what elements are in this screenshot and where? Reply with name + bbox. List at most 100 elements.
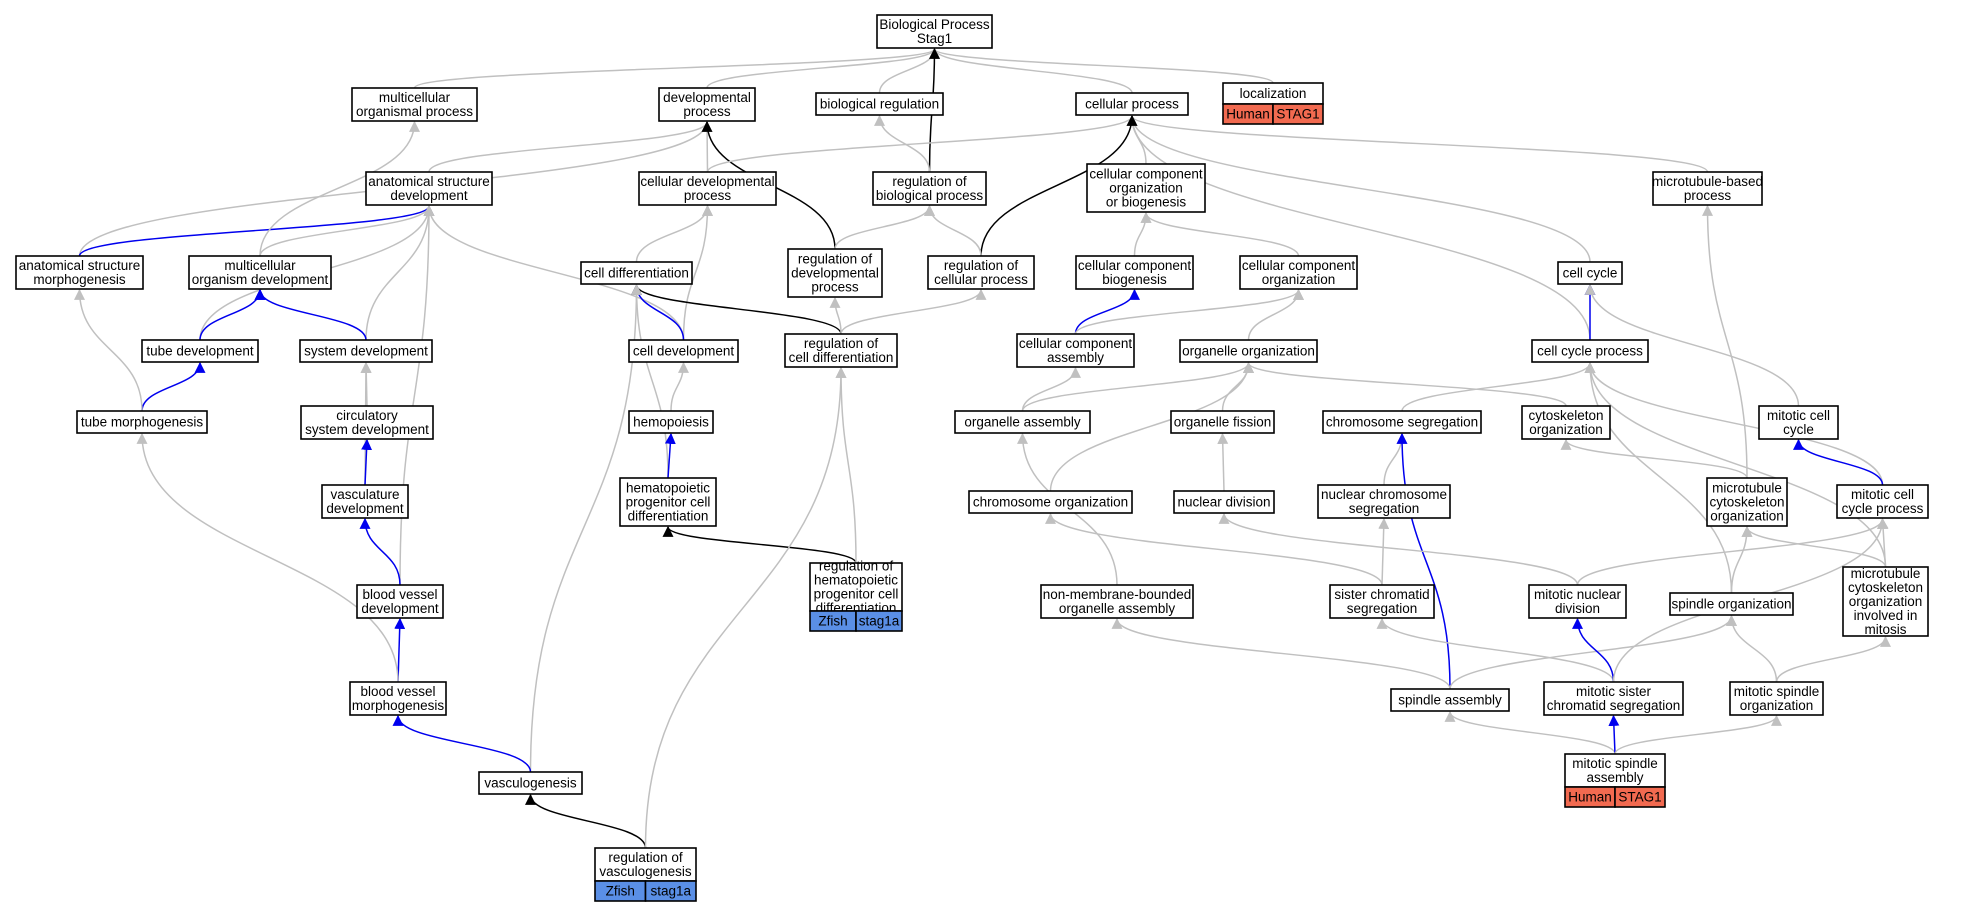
edge-mco-to-mbp [1702,204,1748,479]
term-label-line: cell cycle process [1537,344,1643,359]
edge-mod-to-asd [259,204,435,257]
term-node-nd[interactable]: nuclear division [1173,490,1275,514]
term-label-line: mitotic sister [1576,684,1652,699]
term-node-vasc[interactable]: vasculogenesis [478,771,583,795]
term-node-so[interactable]: spindle organization [1669,592,1794,616]
term-label-line: blood vessel [360,684,435,699]
edge-rhpcd-to-hpcd [662,525,857,564]
term-node-ccp[interactable]: cell cycle process [1531,339,1649,363]
term-node-of[interactable]: organelle fission [1170,410,1275,434]
term-box [1729,681,1824,716]
term-node-tm[interactable]: tube morphogenesis [76,410,208,434]
term-box [1075,255,1194,290]
edges-layer [74,47,1891,849]
edge-tm-to-td [141,361,206,412]
edge-oo-to-cco [1247,288,1304,341]
edge-sa-to-nmboa [1111,617,1451,690]
edge-oa-to-oo [1021,361,1254,412]
edge-is_a [1877,517,1889,568]
term-label-line: microtubule-based [1652,174,1763,189]
term-node-cs[interactable]: chromosome segregation [1322,410,1482,434]
term-node-hemo[interactable]: hemopoiesis [628,410,714,434]
term-node-breg[interactable]: biological regulation [815,92,944,116]
annotation-gene: stag1a [859,614,900,629]
term-node-sa[interactable]: spindle assembly [1390,688,1510,712]
edge-mscs-to-mnd [1572,617,1615,683]
term-label-line: cytoskeleton [1709,495,1784,510]
term-label-line: microtubule [1712,481,1782,496]
edge-hpcd-to-cdiff [631,283,669,479]
term-node-cp[interactable]: cellular process [1075,92,1189,116]
term-node-td[interactable]: tube development [141,339,259,363]
term-label-line: cytoskeleton [1528,408,1603,423]
annotation-gene-cell [1614,786,1666,808]
term-label-line: circulatory [336,408,398,423]
term-box [1179,339,1318,363]
term-label-line: mitotic cell [1767,408,1830,423]
edge-is_a [1576,517,1888,586]
edge-mop-to-bp [413,47,940,89]
term-box [321,484,409,519]
edge-part_of [631,283,685,341]
edge-is_a [1401,361,1596,412]
term-node-sd[interactable]: system development [299,339,433,363]
term-node-cdev[interactable]: cell development [628,339,739,363]
edge-ncs-to-cs [1383,432,1408,486]
edge-loc-to-bp [929,47,1274,84]
term-box [809,562,903,612]
term-node-cdiff[interactable]: cell differentiation [580,261,693,285]
edge-is_a [1449,614,1737,690]
term-label-line: organelle organization [1182,344,1315,359]
term-label-line: hemopoiesis [633,415,709,430]
term-node-mcoim[interactable]: microtubulecytoskeletonorganizationinvol… [1842,566,1929,637]
edge-part_of [1572,617,1615,683]
term-label-line: mitotic spindle [1572,756,1658,771]
edge-regulates [525,793,647,849]
term-node-chro[interactable]: chromosome organization [968,490,1133,514]
edge-is_a [529,283,642,773]
term-node-oa[interactable]: organelle assembly [954,410,1091,434]
term-label-line: localization [1240,86,1307,101]
edge-is_a [74,288,143,412]
term-node-cc[interactable]: cell cycle [1557,261,1623,285]
term-node-oo[interactable]: organelle organization [1179,339,1318,363]
edge-part_of [664,432,676,479]
term-box [1706,477,1788,527]
